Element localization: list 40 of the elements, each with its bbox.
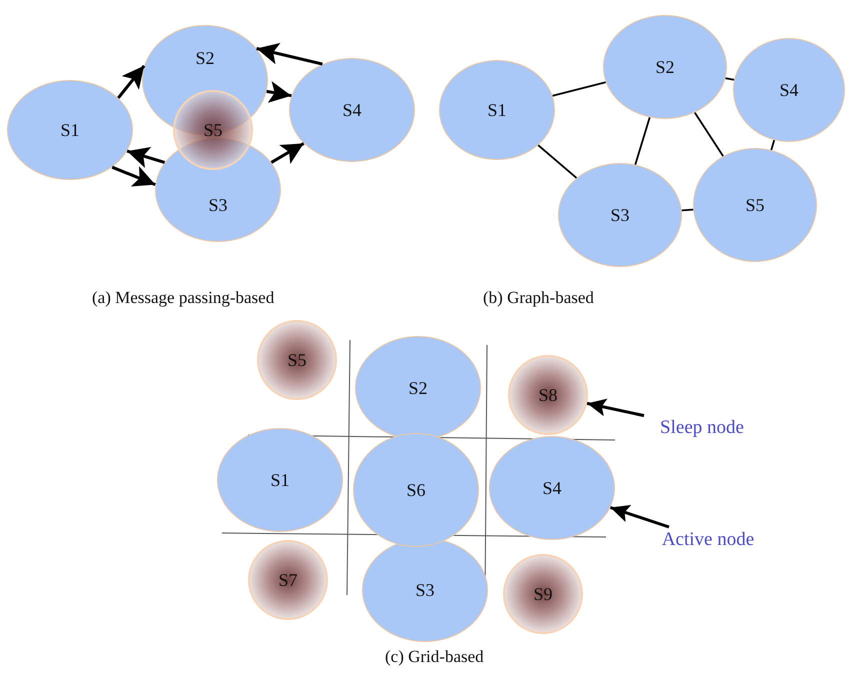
arrow bbox=[126, 146, 166, 168]
node-label: S2 bbox=[195, 48, 214, 68]
node-label: S5 bbox=[203, 120, 222, 140]
node-label: S3 bbox=[610, 204, 630, 226]
caption: (b) Graph-based bbox=[483, 288, 594, 308]
node-label: S8 bbox=[538, 384, 558, 406]
caption: (c) Grid-based bbox=[385, 647, 484, 667]
leader-arrow bbox=[586, 398, 644, 418]
node-label: S3 bbox=[208, 194, 228, 216]
node-label: S4 bbox=[779, 80, 798, 100]
arrow bbox=[270, 142, 304, 164]
arrow bbox=[117, 64, 146, 99]
node-label: S4 bbox=[342, 100, 362, 120]
active-node-ellipse bbox=[489, 436, 615, 540]
callout-text: Sleep node bbox=[644, 415, 760, 441]
node-label: S5 bbox=[745, 194, 764, 216]
connector-line bbox=[725, 77, 734, 81]
caption: (a) Message passing-based bbox=[92, 288, 274, 308]
node-label: S2 bbox=[655, 56, 674, 78]
arrow bbox=[112, 166, 156, 187]
callout-text: Active node bbox=[644, 527, 772, 553]
connector-line bbox=[538, 144, 578, 179]
node-label: S1 bbox=[60, 120, 80, 140]
node-label: S3 bbox=[415, 580, 434, 600]
node-label: S9 bbox=[533, 584, 552, 604]
node-label: S5 bbox=[287, 350, 306, 370]
connector-line bbox=[694, 112, 724, 157]
node-label: S1 bbox=[270, 470, 290, 490]
node-label: S7 bbox=[278, 570, 298, 590]
connector-line bbox=[770, 140, 776, 150]
connector-line bbox=[682, 208, 694, 212]
node-label: S4 bbox=[542, 478, 562, 498]
node-label: S2 bbox=[408, 378, 428, 398]
arrow bbox=[256, 42, 323, 66]
node-label: S6 bbox=[406, 480, 426, 500]
arrow bbox=[266, 81, 292, 103]
node-label: S1 bbox=[487, 100, 506, 120]
connector-line bbox=[552, 81, 606, 97]
connector-line bbox=[634, 117, 651, 165]
leader-arrow bbox=[610, 504, 670, 528]
